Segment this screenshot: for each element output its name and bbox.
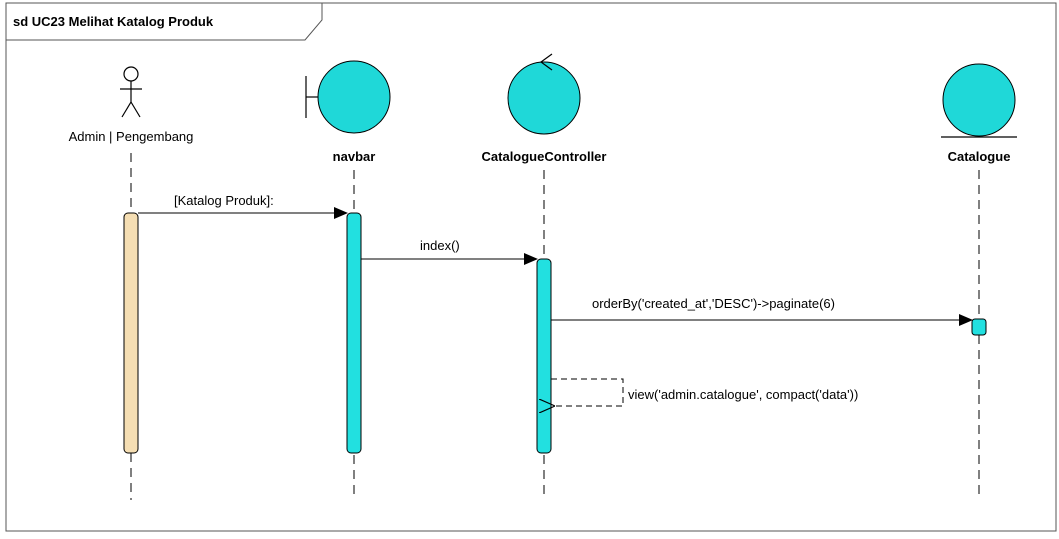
control-icon <box>507 53 581 135</box>
message-view-self: view('admin.catalogue', compact('data')) <box>551 378 858 406</box>
actor-icon <box>120 66 142 118</box>
message-index: index() <box>361 238 538 265</box>
catalogue-name: Catalogue <box>948 149 1011 164</box>
actor-name: Admin | Pengembang <box>69 129 194 144</box>
lifeline-catalogue: Catalogue <box>941 63 1017 500</box>
message-label: view('admin.catalogue', compact('data')) <box>628 387 858 402</box>
entity-icon <box>941 63 1017 138</box>
message-orderby-paginate: orderBy('created_at','DESC')->paginate(6… <box>551 296 973 326</box>
message-label: [Katalog Produk]: <box>174 193 274 208</box>
frame: sd UC23 Melihat Katalog Produk <box>5 2 1057 532</box>
return-arrow <box>551 378 624 406</box>
message-label: orderBy('created_at','DESC')->paginate(6… <box>592 296 835 311</box>
frame-title: sd UC23 Melihat Katalog Produk <box>13 14 214 29</box>
lifeline-cataloguecontroller: CatalogueController <box>482 53 607 500</box>
boundary-icon <box>305 60 391 134</box>
navbar-name: navbar <box>333 149 376 164</box>
frame-border <box>5 2 1057 532</box>
message-katalog-produk: [Katalog Produk]: <box>138 193 348 219</box>
controller-name: CatalogueController <box>482 149 607 164</box>
activation-bar <box>536 258 552 454</box>
activation-bar <box>123 212 139 454</box>
activation-bar <box>971 318 987 336</box>
lifeline-navbar: navbar <box>305 60 391 500</box>
lifeline-admin: Admin | Pengembang <box>69 66 194 500</box>
message-label: index() <box>420 238 460 253</box>
frame-title-tab <box>6 3 323 41</box>
activation-bar <box>346 212 362 454</box>
